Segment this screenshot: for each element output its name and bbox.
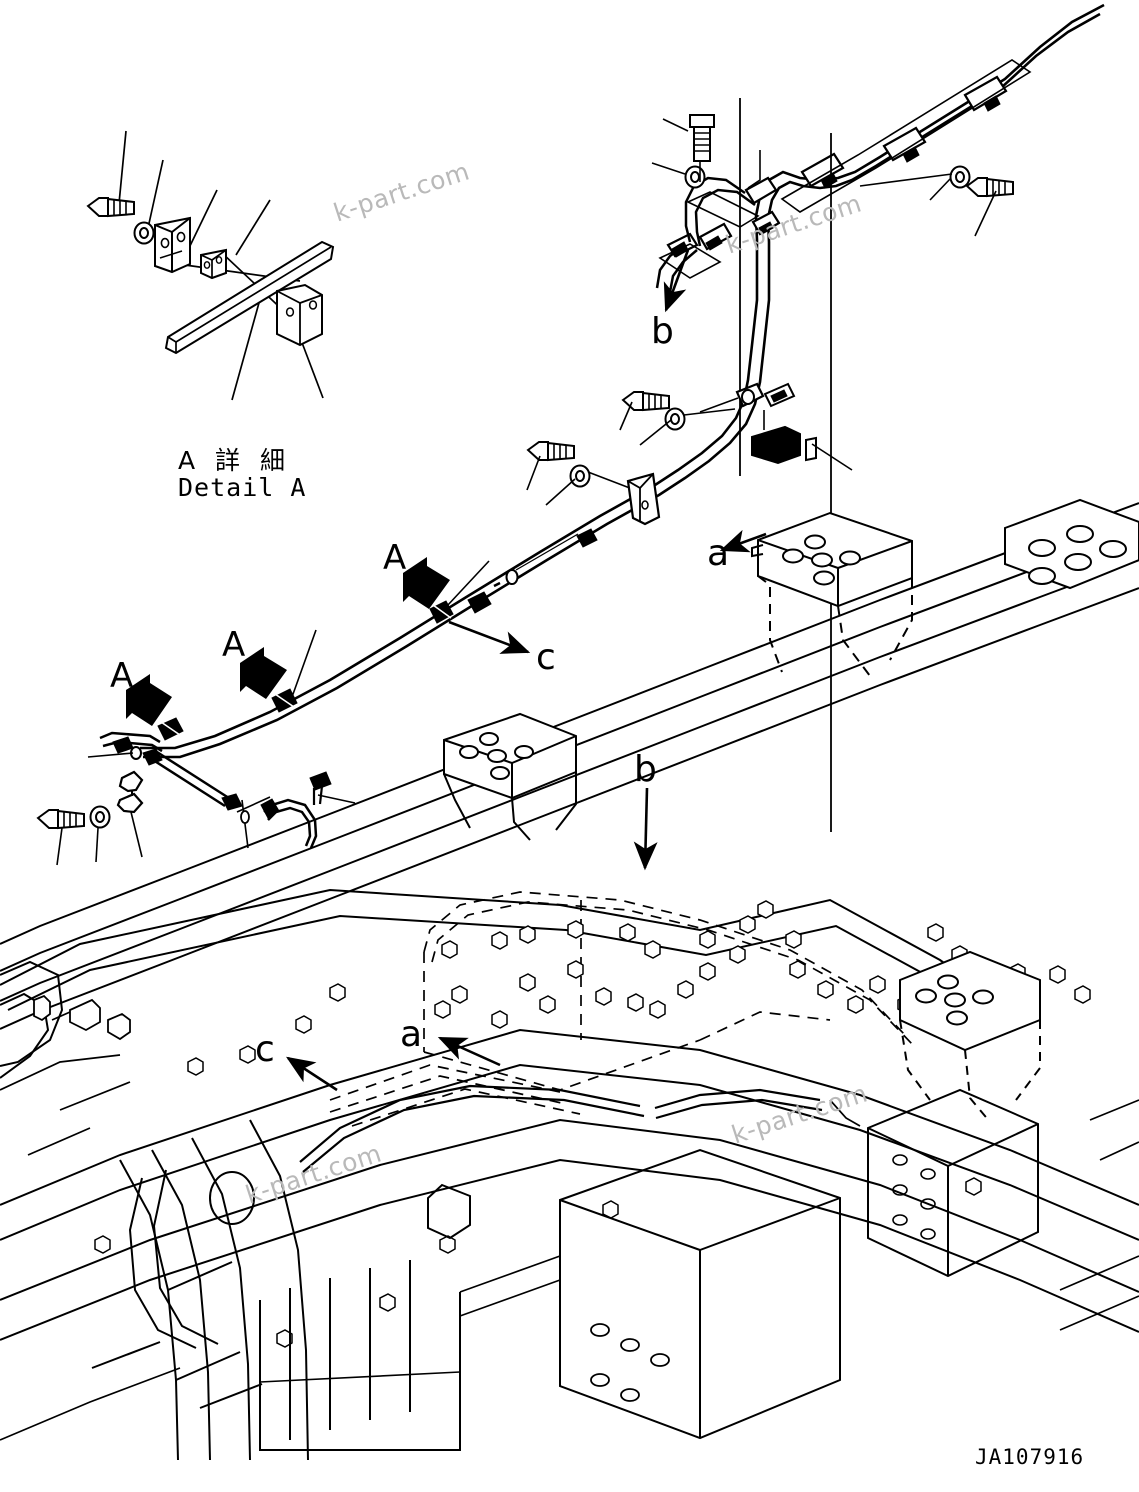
tube-clamp-block-mid xyxy=(751,425,817,465)
upper-bracket-outline xyxy=(658,150,761,279)
lower-left-hose-group xyxy=(37,731,356,866)
hose-leader-line xyxy=(56,752,356,866)
detail-a-clamp-plate xyxy=(200,248,227,280)
tube-clamp-a3 xyxy=(429,600,454,624)
frame-crossmember-left xyxy=(0,960,131,1079)
hose-clamps-upper xyxy=(780,59,1032,213)
callout-c-lower: c xyxy=(255,1029,275,1070)
tube-end-fitting-left xyxy=(112,736,142,760)
mounting-bracket-upper-left xyxy=(751,511,913,677)
tube-clamp-a2 xyxy=(271,688,298,713)
callout-b-lower: b xyxy=(634,749,657,790)
hardware-leader-line-2 xyxy=(699,397,853,471)
detail-a-bracket xyxy=(154,216,191,274)
detail-a-washer xyxy=(133,221,155,245)
hose-clamp xyxy=(963,75,1008,112)
lower-right-box xyxy=(559,1148,841,1440)
tube-bracket-mid xyxy=(626,472,661,526)
arrow-b-lower xyxy=(633,787,658,871)
tube-union-joint xyxy=(467,528,598,614)
tube-clamp-a1 xyxy=(157,717,184,741)
callout-a-lower: a xyxy=(400,1014,423,1055)
callout-c-upper: c xyxy=(536,637,556,678)
arrow-c-lower xyxy=(286,1056,338,1092)
lower-left-structure xyxy=(119,1119,309,1461)
mounting-pad-upper-right xyxy=(1004,498,1139,590)
drawing-number: JA107916 xyxy=(975,1445,1085,1469)
frame-deck-surface xyxy=(0,888,1011,1011)
hose-clamp-bracket-left xyxy=(116,770,144,814)
hardware-leader-line xyxy=(526,401,736,506)
lower-detail-lines xyxy=(0,1011,1139,1441)
vertical-reference-line xyxy=(739,98,832,832)
bolt-leader-line xyxy=(651,118,701,182)
tube-fitting-mid xyxy=(493,533,579,588)
hose-clamp xyxy=(800,152,845,189)
frame-bolt-heads xyxy=(94,900,1091,1348)
chassis-frame-group xyxy=(0,498,1139,1461)
detail-a-japanese-label: A 詳 細 xyxy=(178,446,291,475)
tube-clamp-upper-joint xyxy=(735,382,796,408)
clamp-leader-line xyxy=(291,560,490,698)
lower-left-curved-panel xyxy=(128,1169,471,1349)
main-hose-line xyxy=(140,3,1105,759)
diagonal-tube-lower xyxy=(142,748,243,811)
arrow-c-upper xyxy=(448,620,531,654)
arrow-b-upper xyxy=(663,249,690,313)
detail-a-rail-beam xyxy=(164,240,335,355)
right-side-bracket-assembly xyxy=(867,1088,1039,1278)
block-arrow-callouts xyxy=(126,557,450,726)
callout-a-3: A xyxy=(383,538,407,578)
callout-a-2: A xyxy=(222,625,246,665)
block-arrow-a1 xyxy=(126,674,172,726)
arrow-a-upper xyxy=(719,529,767,553)
block-arrow-a3 xyxy=(403,557,450,609)
letter-callout-arrows xyxy=(286,249,767,1092)
lower-center-panel xyxy=(91,1260,461,1451)
detail-a-english-label: Detail A xyxy=(178,473,307,502)
right-mounting-pad-lower xyxy=(899,950,1041,1123)
hose-clamp xyxy=(882,126,927,163)
arrow-a-lower xyxy=(437,1036,501,1067)
upper-hardware-group xyxy=(651,114,1014,237)
block-arrow-a2 xyxy=(240,647,287,699)
detail-a-exploded-group xyxy=(87,130,335,401)
mounting-bracket-mid-left xyxy=(443,712,577,841)
curved-hose-right xyxy=(260,771,332,849)
tube-clamp-callout-group xyxy=(157,560,490,741)
tube-end-pin xyxy=(240,810,250,824)
routing-hose-lower xyxy=(299,1084,823,1173)
callout-a-upper: a xyxy=(707,533,730,574)
mid-tube-hardware-group xyxy=(467,382,853,614)
callout-a-1: A xyxy=(110,656,134,696)
callout-b-upper: b xyxy=(651,311,674,352)
detail-a-bolt xyxy=(87,197,135,217)
detail-a-clamp-block xyxy=(276,283,323,347)
bolt-leader-line xyxy=(859,173,997,237)
